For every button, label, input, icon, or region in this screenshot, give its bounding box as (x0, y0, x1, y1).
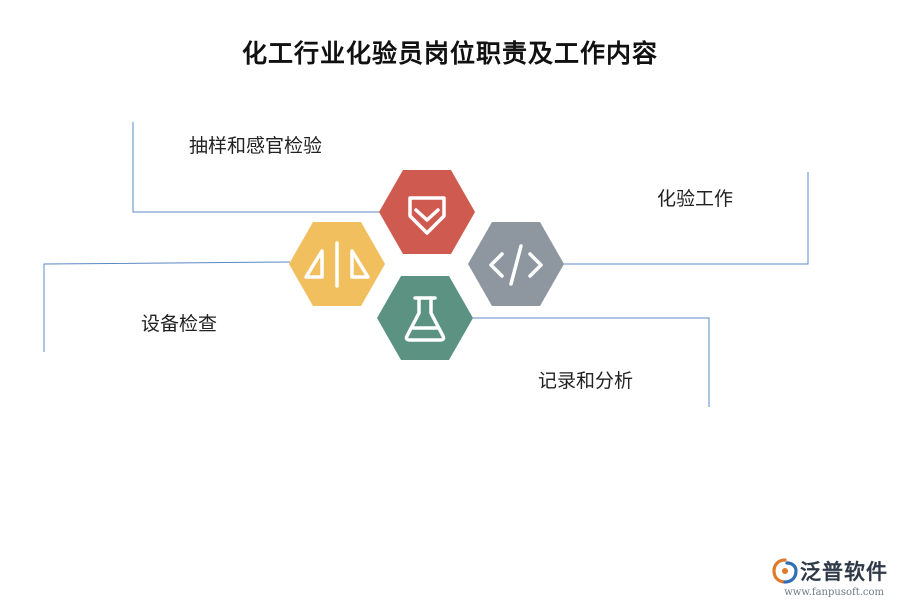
fanpu-logo-icon (772, 558, 798, 584)
logo-url: www.fanpusoft.com (784, 587, 884, 598)
label-records: 记录和分析 (538, 370, 634, 392)
connector-lines (43, 122, 809, 407)
hexagon-records (377, 276, 473, 360)
flask-icon (404, 296, 446, 342)
label-sampling: 抽样和感官检验 (189, 135, 323, 157)
connector-sampling (132, 122, 380, 213)
page-title: 化工行业化验员岗位职责及工作内容 (241, 39, 658, 68)
logo-name: 泛普软件 (800, 560, 888, 584)
connector-records (470, 317, 710, 407)
hexagon-equipment (289, 222, 385, 306)
code-icon (489, 244, 543, 286)
connector-equipment (43, 261, 291, 352)
connector-lab-work (560, 172, 809, 265)
hexagon-lab-work (468, 222, 564, 306)
balance-icon (304, 241, 370, 288)
brand-logo: 泛普软件 (772, 556, 888, 586)
gem-icon (408, 196, 446, 235)
label-equipment: 设备检查 (141, 313, 218, 335)
label-lab-work: 化验工作 (657, 188, 734, 210)
hexagon-sampling (379, 170, 475, 254)
